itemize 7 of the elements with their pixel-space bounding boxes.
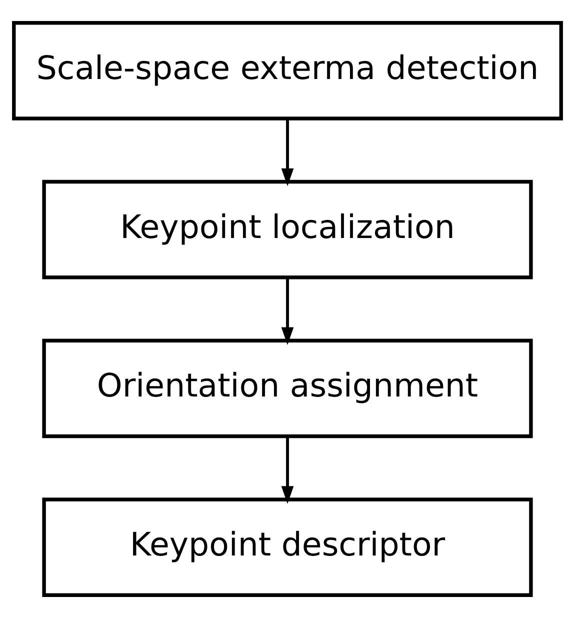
arrow xyxy=(281,436,294,504)
arrow xyxy=(281,277,294,345)
node-box: Keypoint descriptor xyxy=(42,498,533,597)
node-box: Scale-space exterma detection xyxy=(12,21,563,120)
node-box: Orientation assignment xyxy=(42,338,533,438)
arrow xyxy=(281,118,294,186)
node-box: Keypoint localization xyxy=(42,180,533,280)
